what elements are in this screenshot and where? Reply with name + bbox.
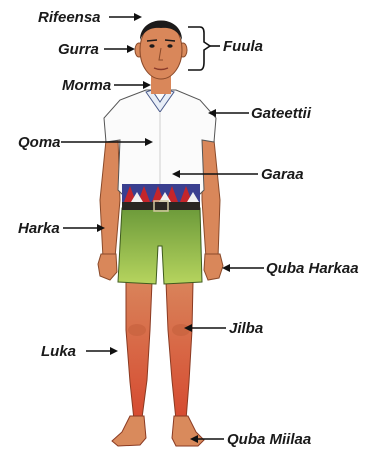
shorts [118, 208, 202, 284]
right-hand [204, 254, 223, 280]
label-jilba: Jilba [229, 320, 263, 337]
label-morma: Morma [62, 77, 111, 94]
label-gateettii: Gateettii [251, 105, 312, 122]
label-rifeensa: Rifeensa [38, 9, 101, 26]
right-arm [202, 138, 220, 258]
label-quba-miilaa: Quba Miilaa [227, 431, 311, 448]
left-knee [128, 324, 146, 336]
label-luka: Luka [41, 343, 76, 360]
left-leg [126, 282, 152, 420]
belt [122, 202, 200, 210]
label-gurra: Gurra [58, 41, 99, 58]
right-leg [166, 282, 193, 420]
left-arm [100, 138, 120, 258]
left-hand [98, 254, 117, 280]
label-fuula: Fuula [223, 38, 263, 55]
label-garaa: Garaa [261, 166, 304, 183]
label-harka: Harka [18, 220, 60, 237]
label-qoma: Qoma [18, 134, 61, 151]
right-knee [172, 324, 190, 336]
right-foot [172, 416, 204, 446]
label-quba-harkaa: Quba Harkaa [266, 260, 359, 277]
left-foot [112, 416, 146, 446]
